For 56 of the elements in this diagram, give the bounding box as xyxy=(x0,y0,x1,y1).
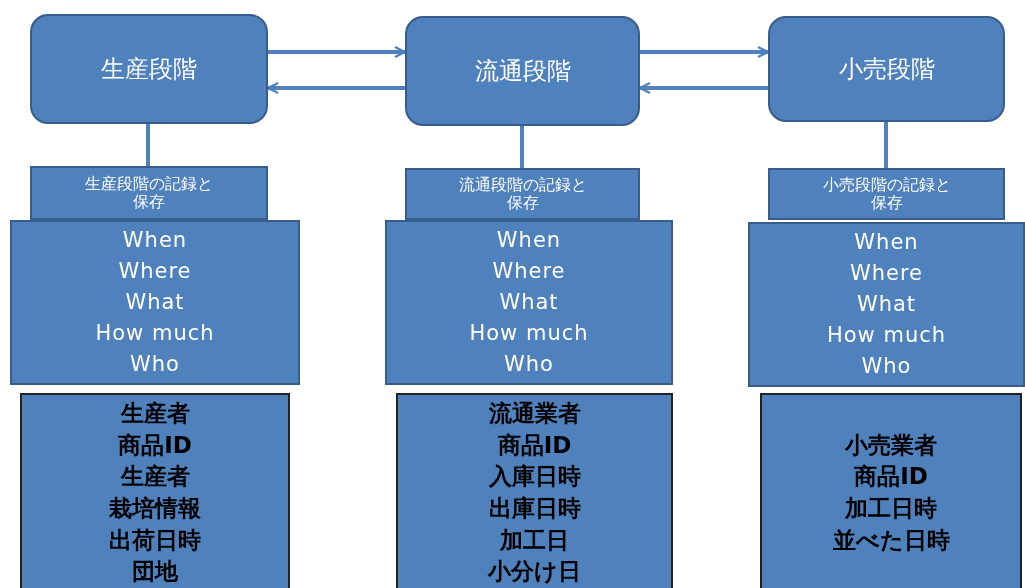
question-word: What xyxy=(125,288,185,316)
question-word: Who xyxy=(504,351,554,379)
stage-label: 小売段階 xyxy=(838,54,935,85)
question-box xyxy=(748,222,1025,387)
question-word: How much xyxy=(826,322,947,350)
question-word: Where xyxy=(849,259,924,287)
data-box xyxy=(20,393,290,588)
arrow xyxy=(268,45,407,59)
data-item: 生産者 xyxy=(120,398,190,428)
question-word: When xyxy=(122,226,188,254)
arrow xyxy=(640,45,770,59)
connector-line xyxy=(146,124,150,166)
question-box xyxy=(385,220,673,385)
question-word: Who xyxy=(861,353,912,381)
data-box xyxy=(760,393,1022,588)
record-label: 小売段階の記録と保存 xyxy=(821,175,952,213)
data-box xyxy=(396,393,673,588)
data-item: 入庫日時 xyxy=(488,462,581,492)
question-box xyxy=(10,220,300,385)
question-word: How much xyxy=(95,320,215,348)
data-item: 商品ID xyxy=(118,430,192,460)
data-item: 出庫日時 xyxy=(488,494,581,523)
data-item: 商品ID xyxy=(854,462,928,492)
question-word: What xyxy=(499,288,559,316)
data-item: 栽培情報 xyxy=(109,494,201,523)
stage-box xyxy=(405,16,640,126)
record-label: 生産段階の記録と保存 xyxy=(84,174,214,212)
connector-line xyxy=(884,122,888,168)
record-box xyxy=(768,168,1005,220)
stage-box xyxy=(30,14,268,124)
stage-box xyxy=(768,16,1005,122)
question-word: When xyxy=(854,228,919,256)
question-word: When xyxy=(496,226,562,254)
question-word: How much xyxy=(469,320,589,348)
data-item: 加工日時 xyxy=(845,494,937,523)
data-item: 小分け日 xyxy=(488,557,581,587)
record-box xyxy=(30,166,268,220)
question-word: Where xyxy=(118,257,192,285)
data-item: 出荷日時 xyxy=(109,525,201,555)
arrow xyxy=(638,81,768,95)
data-item: 流通業者 xyxy=(488,398,581,428)
question-word: Where xyxy=(492,257,566,285)
arrow xyxy=(266,81,405,95)
question-word: Who xyxy=(130,351,180,379)
data-item: 団地 xyxy=(132,557,178,587)
data-item: 商品ID xyxy=(497,430,572,460)
data-item: 小売業者 xyxy=(845,430,937,460)
stage-label: 生産段階 xyxy=(101,54,197,85)
record-box xyxy=(405,168,640,220)
data-item: 並べた日時 xyxy=(832,525,950,555)
question-word: What xyxy=(856,290,917,318)
record-label: 流通段階の記録と保存 xyxy=(457,175,588,213)
data-item: 生産者 xyxy=(120,462,190,492)
stage-label: 流通段階 xyxy=(474,56,571,87)
data-item: 加工日 xyxy=(500,525,569,555)
connector-line xyxy=(520,126,524,168)
